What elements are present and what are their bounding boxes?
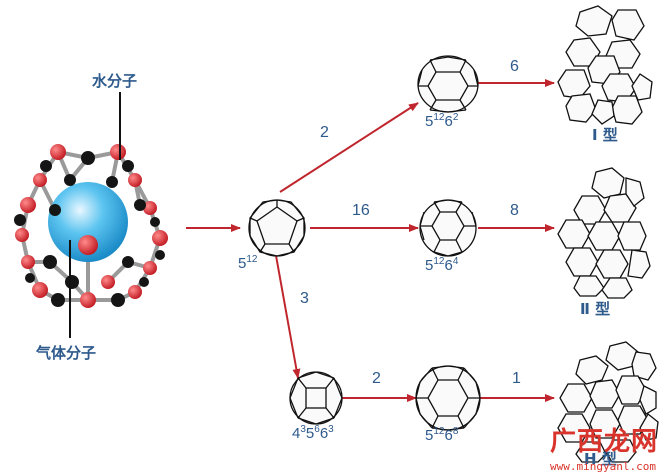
cage-51268 bbox=[415, 365, 481, 431]
typeH-structure bbox=[557, 341, 659, 463]
water-molecule-label: 水分子 bbox=[92, 72, 138, 90]
hydrogen-atom bbox=[25, 273, 35, 283]
oxygen-atom bbox=[15, 228, 29, 242]
oxygen-atom bbox=[143, 261, 157, 275]
count-label-2-bottom: 2 bbox=[372, 370, 381, 387]
hydrogen-atom bbox=[40, 160, 52, 172]
watermark-brand: 广西龙网 bbox=[549, 427, 658, 457]
hydrogen-atom bbox=[49, 204, 61, 216]
oxygen-atom bbox=[32, 282, 48, 298]
arrows bbox=[186, 79, 555, 402]
hydrogen-atom bbox=[155, 250, 165, 260]
gas-molecule-label: 气体分子 bbox=[36, 344, 97, 362]
typeH-label: H 型 bbox=[584, 450, 617, 468]
hydrogen-atoms bbox=[14, 151, 165, 307]
oxygen-atom bbox=[21, 255, 35, 269]
oxygen-atom bbox=[152, 230, 168, 246]
type1-label: Ⅰ 型 bbox=[592, 126, 618, 144]
cage-polyhedra bbox=[248, 5, 659, 463]
oxygen-atom bbox=[78, 235, 98, 255]
arrow-to-435663 bbox=[274, 249, 301, 379]
cage-512-label: 512 bbox=[238, 254, 258, 272]
hydrogen-atom bbox=[150, 217, 160, 227]
count-label-3: 3 bbox=[300, 290, 309, 307]
oxygen-atom bbox=[33, 173, 47, 187]
count-label-1: 1 bbox=[512, 370, 521, 387]
arrow-to-51262 bbox=[279, 102, 419, 193]
watermark-url: www.mingyanl.com bbox=[550, 460, 656, 473]
oxygen-atom bbox=[50, 144, 66, 160]
oxygen-atom bbox=[110, 144, 126, 160]
cage-435663-label: 435663 bbox=[292, 424, 334, 442]
hydrogen-atom bbox=[65, 275, 79, 289]
hydrogen-atom bbox=[51, 293, 65, 307]
type2-structure bbox=[557, 167, 651, 299]
cage-51262 bbox=[417, 55, 479, 113]
hydrogen-atom bbox=[122, 256, 134, 268]
cage-435663 bbox=[289, 371, 343, 425]
oxygen-atom bbox=[143, 201, 157, 215]
count-label-2-top: 2 bbox=[320, 124, 329, 141]
hydrogen-atom bbox=[122, 160, 134, 172]
oxygen-atom bbox=[101, 275, 115, 289]
cage-51264 bbox=[419, 199, 477, 257]
hydrogen-atom bbox=[81, 151, 95, 165]
type1-structure bbox=[557, 5, 653, 125]
hydrogen-atom bbox=[64, 174, 76, 186]
hydrogen-atom bbox=[106, 176, 118, 188]
hydrogen-atom bbox=[14, 214, 26, 226]
oxygen-atom bbox=[80, 292, 96, 308]
hydrogen-atom bbox=[134, 199, 146, 211]
cage-512 bbox=[248, 199, 306, 257]
hydrogen-atom bbox=[139, 277, 149, 287]
cage-51262-label: 51262 bbox=[425, 112, 459, 130]
oxygen-atoms bbox=[15, 144, 168, 308]
count-label-16: 16 bbox=[352, 202, 370, 219]
hydrogen-atom bbox=[43, 255, 57, 269]
gas-molecule bbox=[48, 182, 128, 262]
oxygen-atom bbox=[128, 285, 142, 299]
type2-label: Ⅱ 型 bbox=[580, 300, 611, 318]
count-label-6: 6 bbox=[510, 58, 519, 75]
cage-51264-label: 51264 bbox=[425, 256, 459, 274]
clathrate-cage-model bbox=[14, 92, 168, 338]
hydrogen-atom bbox=[111, 293, 125, 307]
cage-51268-label: 51268 bbox=[425, 426, 459, 444]
count-label-8: 8 bbox=[510, 202, 519, 219]
oxygen-atom bbox=[20, 197, 36, 213]
oxygen-atom bbox=[128, 173, 142, 187]
